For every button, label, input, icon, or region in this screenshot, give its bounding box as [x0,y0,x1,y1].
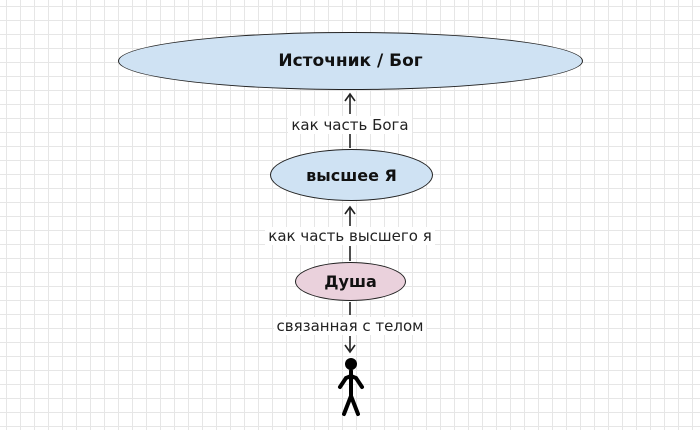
node-source-god[interactable]: Источник / Бог [118,32,583,90]
edge-label-part-of-god: как часть Бога [0,116,700,134]
edge-label-part-of-higher-self: как часть высшего я [0,227,700,245]
node-soul[interactable]: Душа [295,262,406,301]
edge-label-text: как часть Бога [288,116,412,134]
edge-label-connected-to-body: связанная с телом [0,317,700,335]
edge-label-text: связанная с телом [273,317,427,335]
node-higher-self[interactable]: высшее Я [270,149,433,201]
stick-figure-icon [338,358,364,416]
edge-label-text: как часть высшего я [265,227,435,245]
